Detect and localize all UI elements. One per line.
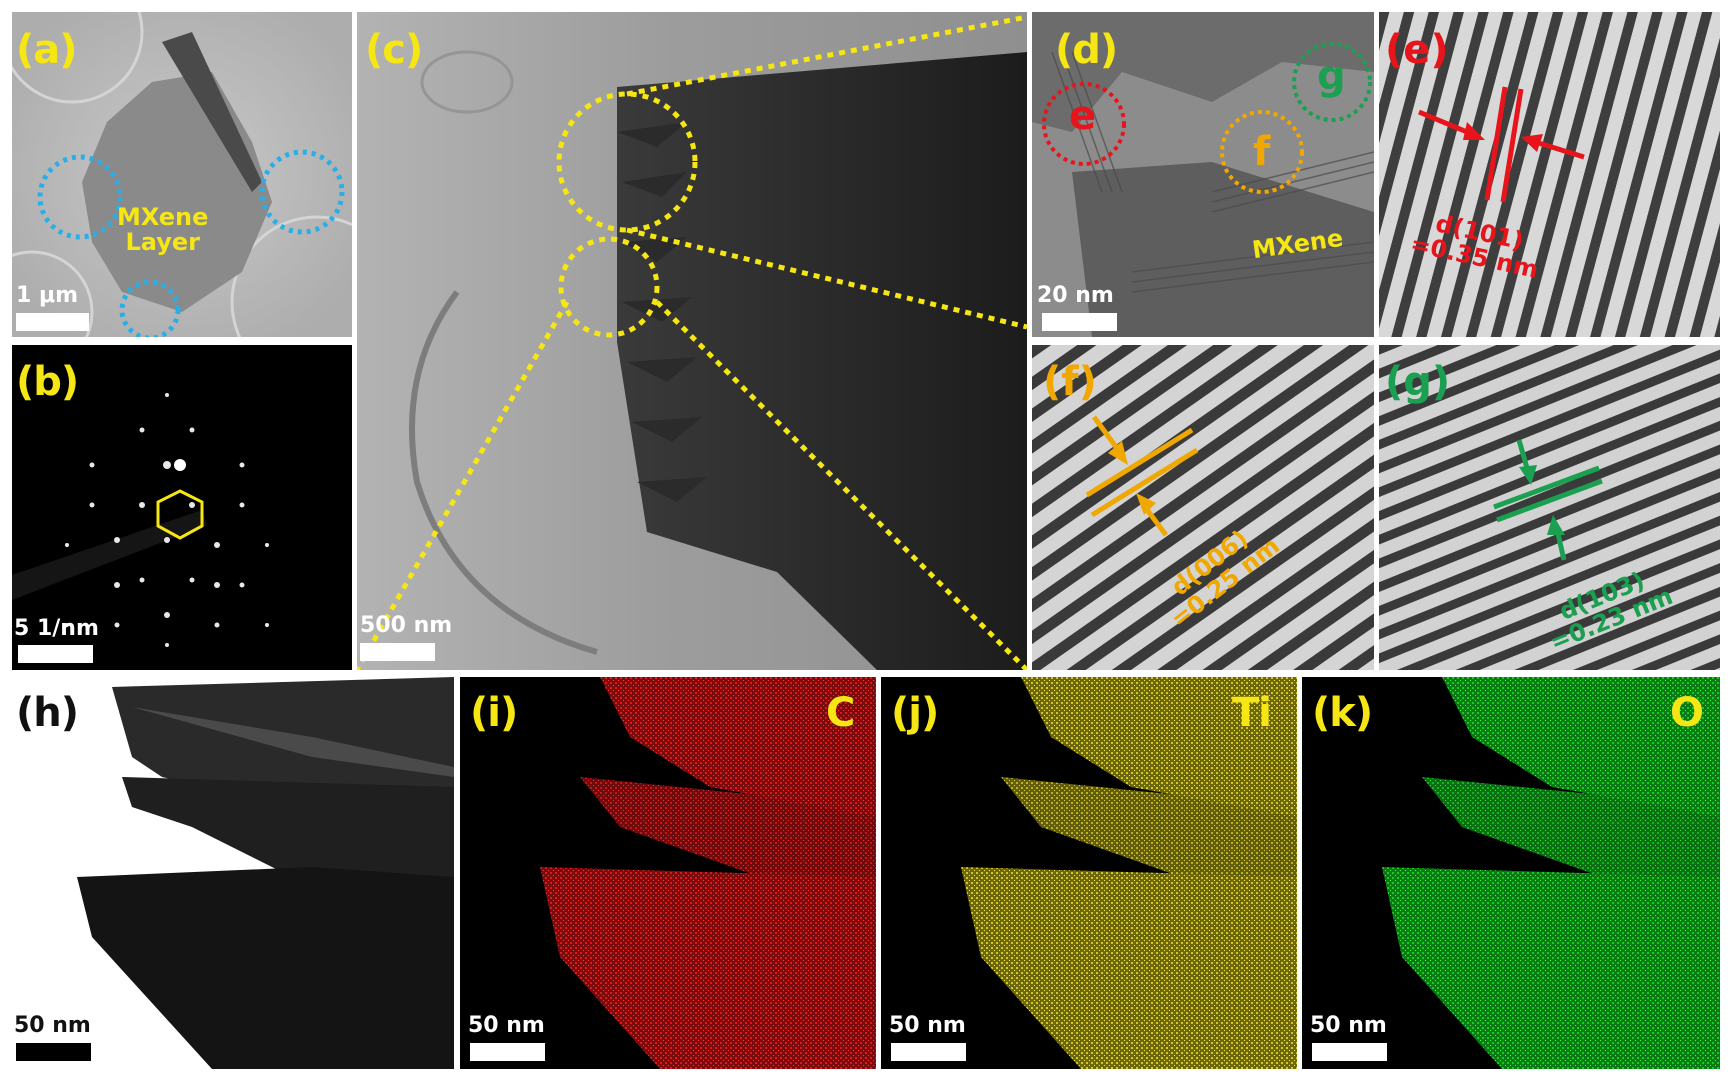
panel-c-scale-bar bbox=[360, 643, 435, 661]
panel-c bbox=[357, 12, 1027, 670]
panel-c-label: (c) bbox=[365, 27, 423, 73]
panel-b-scale-text: 5 1/nm bbox=[14, 616, 99, 641]
panel-a-label: (a) bbox=[16, 27, 78, 73]
panel-d-circles bbox=[1042, 42, 1372, 194]
panel-h-scale-text: 50 nm bbox=[14, 1013, 91, 1038]
panel-k-scale-bar bbox=[1312, 1043, 1387, 1061]
panel-d-circle-f-label: f bbox=[1253, 129, 1271, 175]
panel-d bbox=[1032, 12, 1374, 337]
panel-k-map bbox=[1382, 677, 1720, 1069]
panel-d-circle-e-label: e bbox=[1069, 93, 1097, 139]
panel-j-scale-text: 50 nm bbox=[889, 1013, 966, 1038]
panel-i bbox=[460, 677, 876, 1069]
panel-g bbox=[1379, 345, 1720, 670]
panel-j-label: (j) bbox=[891, 690, 939, 736]
panel-i-label: (i) bbox=[470, 690, 518, 736]
panel-a-image bbox=[12, 12, 352, 337]
panel-e bbox=[1379, 12, 1720, 337]
panel-a-circles bbox=[37, 149, 345, 337]
panel-j-element: Ti bbox=[1232, 690, 1272, 736]
panel-j-map bbox=[961, 677, 1297, 1069]
panel-a-scale-text: 1 μm bbox=[16, 283, 79, 308]
panel-k-label: (k) bbox=[1312, 690, 1373, 736]
panel-k-element: O bbox=[1670, 690, 1704, 736]
panel-i-map bbox=[540, 677, 876, 1069]
panel-e-label: (e) bbox=[1385, 27, 1449, 73]
panel-d-scale-text: 20 nm bbox=[1037, 283, 1114, 308]
panel-e-fringes bbox=[1379, 12, 1720, 337]
panel-b-label: (b) bbox=[16, 359, 79, 405]
panel-k bbox=[1302, 677, 1720, 1069]
panel-b-diffraction bbox=[12, 393, 269, 647]
panel-i-scale-bar bbox=[470, 1043, 545, 1061]
panel-b bbox=[12, 345, 352, 670]
panel-h-image bbox=[77, 677, 454, 1069]
panel-i-scale-text: 50 nm bbox=[468, 1013, 545, 1038]
panel-j-scale-bar bbox=[891, 1043, 966, 1061]
panel-h-label: (h) bbox=[16, 690, 79, 736]
panel-a-annotation-line1: MXene bbox=[117, 203, 209, 231]
panel-c-overlays bbox=[357, 14, 1027, 670]
panel-a-annotation: MXene Layer bbox=[117, 203, 209, 257]
panel-d-image bbox=[1032, 12, 1374, 337]
panel-c-scale-text: 500 nm bbox=[360, 613, 453, 638]
panel-h-scale-bar bbox=[16, 1043, 91, 1061]
panel-c-image bbox=[357, 12, 1027, 670]
panel-k-scale-text: 50 nm bbox=[1310, 1013, 1387, 1038]
panel-d-label: (d) bbox=[1055, 27, 1118, 73]
panel-a bbox=[12, 12, 352, 337]
panel-g-fringes bbox=[1379, 345, 1720, 670]
panel-f bbox=[1032, 345, 1374, 670]
panel-g-label: (g) bbox=[1385, 359, 1451, 405]
panel-b-scale-bar bbox=[18, 645, 93, 663]
panel-f-fringes bbox=[1032, 345, 1374, 670]
panel-i-element: C bbox=[826, 690, 855, 736]
panel-d-circle-g-label: g bbox=[1317, 53, 1346, 99]
panel-j bbox=[881, 677, 1297, 1069]
panel-f-label: (f) bbox=[1043, 359, 1097, 405]
panel-d-scale-bar bbox=[1042, 313, 1117, 331]
panel-h bbox=[12, 677, 454, 1069]
panel-a-scale-bar bbox=[16, 313, 89, 331]
panel-a-annotation-line2: Layer bbox=[125, 228, 200, 257]
